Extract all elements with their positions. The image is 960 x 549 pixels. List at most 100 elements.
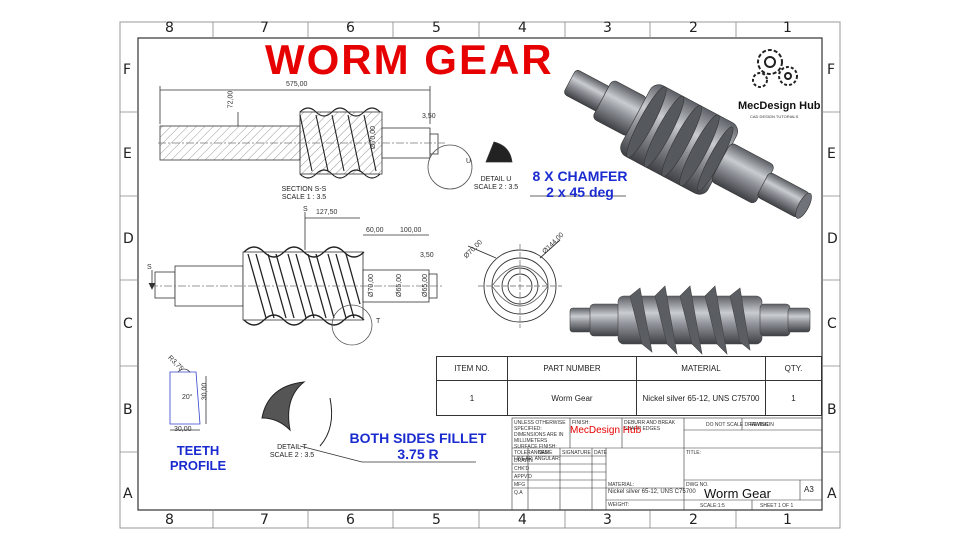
fillet-note-line1: BOTH SIDES FILLET <box>349 430 487 446</box>
dim-len-60: 60,00 <box>366 227 384 234</box>
tb-sheet: SHEET 1 OF 1 <box>760 503 794 509</box>
front-view <box>148 212 442 346</box>
zone-col-8-bottom: 8 <box>165 512 174 528</box>
zone-row-b: B <box>123 402 133 418</box>
zone-row-c-right: C <box>827 316 837 332</box>
tb-material: Nickel silver 65-12, UNS C75700 <box>608 489 696 495</box>
zone-row-f: F <box>123 62 132 78</box>
bom-cell-material: Nickel silver 65-12, UNS C75700 <box>636 380 766 416</box>
zone-col-6-bottom: 6 <box>346 512 355 528</box>
dim-len-100: 100,00 <box>400 227 422 234</box>
detail-t-shape <box>261 381 333 447</box>
tb-drawing-title: Worm Gear <box>704 486 771 501</box>
tb-row-approved: APPV'D <box>514 474 532 480</box>
tb-signature: SIGNATURE <box>562 450 591 456</box>
bom-table: ITEM NO. PART NUMBER MATERIAL QTY. 1 Wor… <box>436 356 822 416</box>
bom-cell-part: Worm Gear <box>507 380 637 416</box>
zone-row-a: A <box>123 486 133 502</box>
dim-overall-length: 575,00 <box>286 81 308 88</box>
tb-row-checked: CHK'D <box>514 466 530 472</box>
section-view <box>158 86 473 190</box>
zone-col-7-bottom: 7 <box>260 512 269 528</box>
detail-u-scale: SCALE 2 : 3.5 <box>473 184 519 191</box>
zone-row-a-right: A <box>827 486 837 502</box>
bom-header-item: ITEM NO. <box>436 356 508 381</box>
zone-col-8: 8 <box>165 20 174 36</box>
tb-material-label: MATERIAL: <box>608 482 635 488</box>
dim-tooth-height: 72,00 <box>227 90 235 109</box>
teeth-profile-sketch <box>169 368 207 431</box>
dim-dia-70: Ø70,00 <box>367 274 375 297</box>
zone-row-d-right: D <box>827 231 838 247</box>
bom-header-qty: QTY. <box>765 356 822 381</box>
logo-tagline: CAD DESIGN TUTORIALS <box>750 114 799 119</box>
tb-unless-note: UNLESS OTHERWISE SPECIFIED: DIMENSIONS A… <box>514 420 566 462</box>
detail-t-scale: SCALE 2 : 3.5 <box>269 452 315 459</box>
tb-size: A3 <box>804 485 814 494</box>
section-label: SECTION S-S <box>281 186 327 193</box>
zone-row-f-right: F <box>827 62 836 78</box>
zone-col-2: 2 <box>689 20 698 36</box>
dim-side-step: 3,50 <box>420 252 434 259</box>
zone-col-1: 1 <box>783 20 792 36</box>
tb-revision: REVISION <box>750 422 774 428</box>
tb-do-not-scale: DO NOT SCALE DRAWING <box>706 422 769 428</box>
tb-row-qa: Q.A <box>514 490 523 496</box>
section-marker-top: S <box>303 206 308 213</box>
chamfer-note-line1: 8 X CHAMFER <box>532 168 628 184</box>
tb-row-mfg: MFG <box>514 482 526 488</box>
detail-t-marker: T <box>376 318 381 325</box>
dim-profile-angle: 20° <box>182 394 193 401</box>
logo-gears <box>752 49 798 88</box>
zone-row-e: E <box>123 146 132 162</box>
zone-col-3-bottom: 3 <box>603 512 612 528</box>
tb-title-label: TITLE: <box>686 450 702 456</box>
tb-weight: WEIGHT: <box>608 502 629 508</box>
zone-col-4: 4 <box>518 20 527 36</box>
zone-col-5: 5 <box>432 20 441 36</box>
bom-cell-qty: 1 <box>765 380 822 416</box>
render-3d-side <box>569 285 811 355</box>
tb-date: DATE <box>594 450 607 456</box>
end-view <box>467 239 562 328</box>
dim-profile-width: 30,00 <box>174 426 192 433</box>
bom-header-material: MATERIAL <box>636 356 766 381</box>
bom-cell-item: 1 <box>436 380 508 416</box>
section-marker-left: S <box>147 264 152 271</box>
tb-company: MecDesign Hub <box>570 425 642 436</box>
title-block-grid <box>511 417 823 511</box>
zone-row-e-right: E <box>827 146 836 162</box>
fillet-note-line2: 3.75 R <box>397 446 439 462</box>
tb-scale: SCALE:1:5 <box>700 503 725 509</box>
bom-header-part: PART NUMBER <box>507 356 637 381</box>
dim-profile-height: 30,00 <box>201 382 209 401</box>
detail-u-marker: U <box>466 158 472 165</box>
drawing-title: WORM GEAR <box>265 36 554 83</box>
zone-col-1-bottom: 1 <box>783 512 792 528</box>
zone-col-5-bottom: 5 <box>432 512 441 528</box>
tb-row-drawn: DRAWN <box>514 458 533 464</box>
detail-t-label: DETAIL T <box>277 444 307 451</box>
dim-offset: 127,50 <box>316 209 338 216</box>
zone-row-c: C <box>123 316 133 332</box>
dim-top-dia: Ø70,00 <box>369 126 377 149</box>
render-3d-top <box>564 70 812 219</box>
section-scale: SCALE 1 : 3.5 <box>281 194 327 201</box>
zone-col-3: 3 <box>603 20 612 36</box>
zone-col-6: 6 <box>346 20 355 36</box>
dim-dia-65b: Ø65,00 <box>421 274 429 297</box>
zone-row-d: D <box>123 231 134 247</box>
logo-name: MecDesign Hub <box>738 100 821 112</box>
tb-deburr: DEBURR AND BREAK SHARP EDGES <box>624 420 676 432</box>
dim-dia-65: Ø65,00 <box>395 274 403 297</box>
zone-col-4-bottom: 4 <box>518 512 527 528</box>
tb-finish: FINISH: <box>572 420 590 426</box>
tb-dwg-no: DWG NO. <box>686 482 709 488</box>
zone-col-2-bottom: 2 <box>689 512 698 528</box>
detail-u-label: DETAIL U <box>480 176 512 183</box>
chamfer-note-line2: 2 x 45 deg <box>546 184 614 200</box>
dim-top-step: 3,50 <box>422 113 436 120</box>
teeth-profile-label: TEETH PROFILE <box>169 443 227 473</box>
zone-row-b-right: B <box>827 402 837 418</box>
